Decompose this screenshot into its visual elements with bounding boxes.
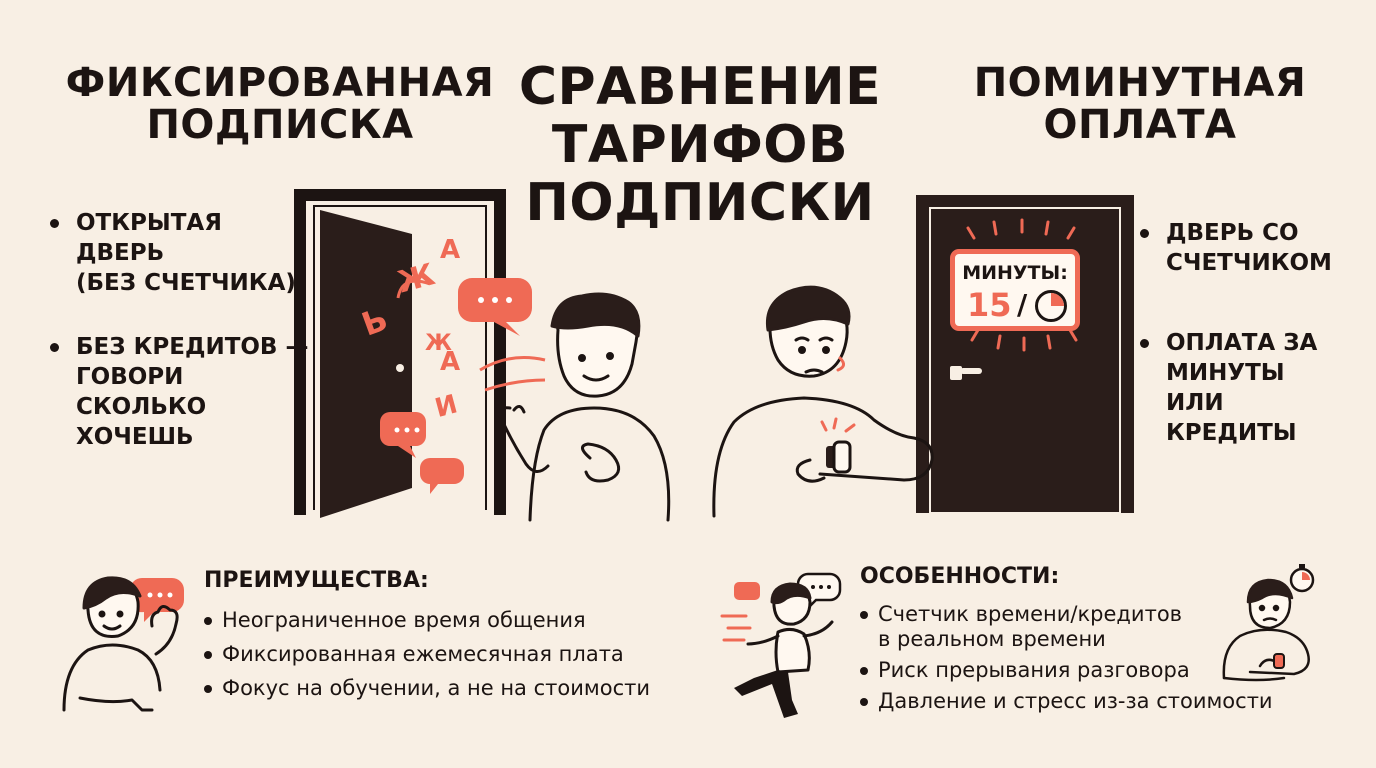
open-door-illustration: А Ж Ь А Ж И: [294, 189, 671, 522]
feature-item: Давление и стресс из-за стоимости: [858, 689, 1298, 714]
right-plan-bullets: ДВЕРЬ СО СЧЕТЧИКОМ ОПЛАТА ЗА МИНУТЫ ИЛИ …: [1140, 218, 1370, 482]
minutes-counter-separator: /: [1017, 288, 1028, 321]
feature-item: Счетчик времени/кредитов в реальном врем…: [858, 602, 1298, 652]
flying-letter: И: [432, 389, 461, 424]
left-plan-bullets: ОТКРЫТАЯ ДВЕРЬ (БЕЗ СЧЕТЧИКА) БЕЗ КРЕДИТ…: [50, 208, 310, 486]
wristwatch-icon: [1273, 653, 1285, 669]
stopwatch-icon: [1035, 290, 1067, 322]
left-plan-heading: ФИКСИРОВАННАЯ ПОДПИСКА: [65, 60, 495, 148]
speech-bubble-icon: [734, 582, 760, 600]
watch-checking-learner-illustration: [1222, 564, 1315, 682]
flying-letter: А: [440, 235, 460, 265]
talking-man: [495, 292, 671, 522]
timer-rays: [966, 218, 1078, 352]
speech-bubble-icon: [458, 278, 532, 336]
right-bullet-meter-door: ДВЕРЬ СО СЧЕТЧИКОМ: [1140, 218, 1370, 278]
left-bullet-open-door: ОТКРЫТАЯ ДВЕРЬ (БЕЗ СЧЕТЧИКА): [50, 208, 310, 298]
stopwatch-icon: [1289, 564, 1315, 593]
speech-bubble-icon: [380, 412, 426, 458]
right-plan-heading: ПОМИНУТНАЯ ОПЛАТА: [973, 60, 1307, 148]
speech-bubble-icon: [420, 458, 464, 494]
advantages-list: Неограниченное время общения Фиксированн…: [202, 608, 662, 710]
rushing-learner-illustration: [720, 572, 842, 718]
advantages-title: ПРЕИМУЩЕСТВА:: [204, 568, 429, 593]
feature-item: Риск прерывания разговора: [858, 658, 1298, 683]
door-handle-icon: [396, 364, 404, 372]
page-title: СРАВНЕНИЕ ТАРИФОВ ПОДПИСКИ: [518, 57, 882, 234]
advantage-item: Фокус на обучении, а не на стоимости: [202, 676, 662, 701]
minutes-counter-value: 15: [967, 286, 1012, 324]
right-bullet-pay-minutes: ОПЛАТА ЗА МИНУТЫ ИЛИ КРЕДИТЫ: [1140, 328, 1370, 448]
metered-door-illustration: [712, 195, 1134, 518]
worried-man: [712, 285, 934, 518]
flying-letter: Ж: [425, 331, 452, 356]
open-door-panel: [320, 210, 412, 518]
wristwatch-icon: [820, 417, 856, 474]
advantage-item: Неограниченное время общения: [202, 608, 662, 633]
door-handle-icon: [950, 366, 982, 380]
left-bullet-no-credits: БЕЗ КРЕДИТОВ — ГОВОРИ СКОЛЬКО ХОЧЕШЬ: [50, 332, 310, 452]
advantage-item: Фиксированная ежемесячная плата: [202, 642, 662, 667]
features-title: ОСОБЕННОСТИ:: [860, 564, 1060, 589]
minutes-counter-label: МИНУТЫ:: [962, 262, 1068, 284]
features-list: Счетчик времени/кредитов в реальном врем…: [858, 602, 1298, 720]
minutes-counter: МИНУТЫ: 15 /: [950, 249, 1080, 331]
happy-learner-illustration: [62, 576, 184, 712]
flying-letter: А: [440, 347, 460, 377]
